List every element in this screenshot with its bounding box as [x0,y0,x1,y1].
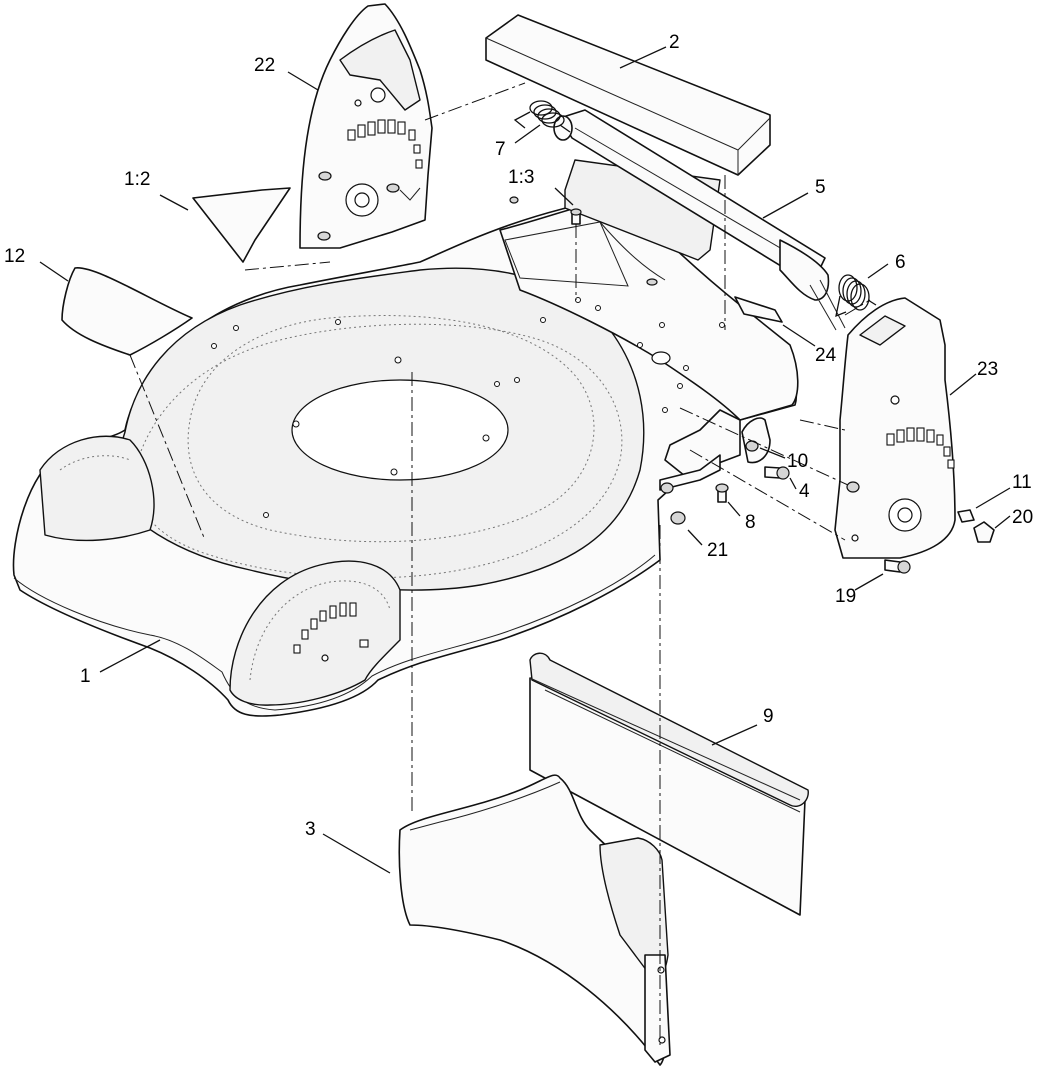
rear-flap [529,652,809,916]
callout-21: 21 [707,540,728,561]
callout-19: 19 [835,586,856,607]
torsion-spring-6 [835,274,877,318]
callout-5: 5 [815,177,826,198]
callout-7: 7 [495,139,506,160]
callout-11: 11 [1012,472,1032,493]
callout-labels: 1 1:2 1:3 2 3 4 5 6 7 8 9 10 11 12 19 20… [4,32,1033,840]
callout-1-2: 1:2 [124,169,150,190]
callout-23: 23 [977,359,998,380]
callout-3: 3 [305,819,316,840]
decal-12 [61,267,193,356]
leader-lines [39,46,1011,874]
torsion-spring-7 [513,100,571,133]
decal-1-2 [192,187,291,263]
callout-9: 9 [763,706,774,727]
assembly-lines [129,82,871,1045]
mower-deck [12,195,799,717]
discharge-chute [398,774,671,1066]
callout-1-3: 1:3 [508,167,534,188]
callout-1: 1 [80,666,91,687]
decal-24 [734,296,783,323]
callout-8: 8 [745,512,756,533]
callout-2: 2 [669,32,680,53]
callout-20: 20 [1012,507,1033,528]
callout-4: 4 [799,481,810,502]
left-height-bracket [299,3,433,249]
height-adjust-rod [553,109,846,331]
rear-trim-plate [485,14,771,176]
callout-22: 22 [254,55,275,76]
callout-24: 24 [815,345,837,366]
callout-10: 10 [787,451,808,472]
right-height-bracket [834,297,956,559]
callout-6: 6 [895,252,906,273]
callout-12: 12 [4,246,25,267]
